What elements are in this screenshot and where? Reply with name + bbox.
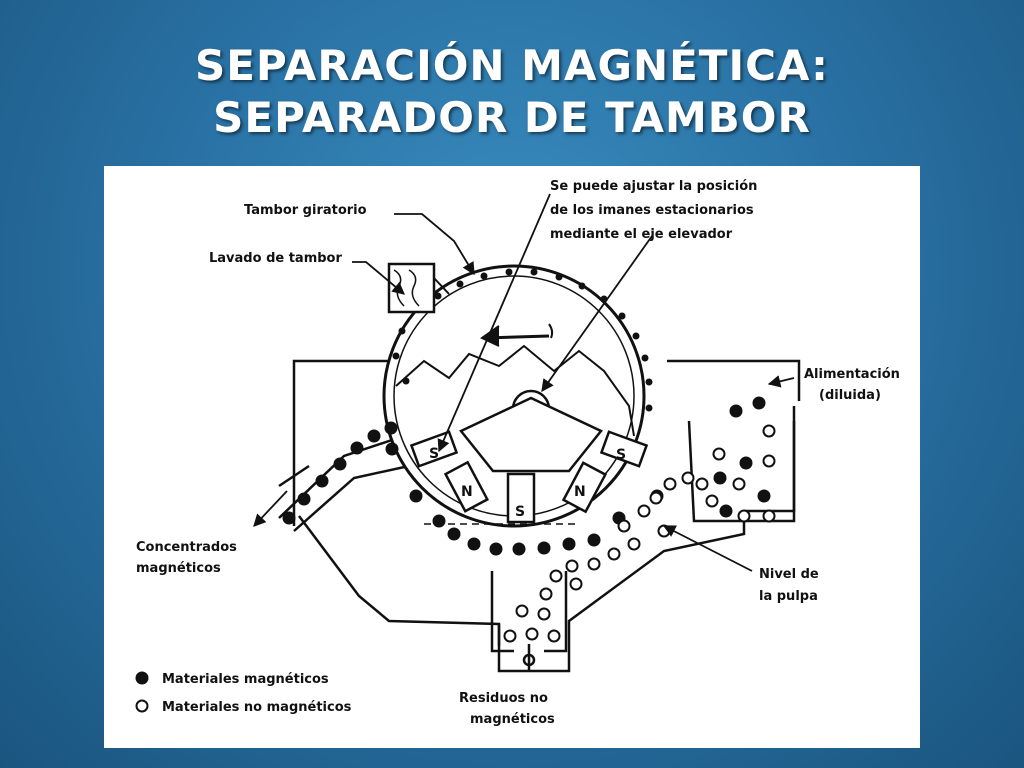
label-concentrados-2: magnéticos — [136, 561, 221, 576]
label-alimentacion-2: (diluida) — [819, 388, 881, 403]
legend-magnetic-symbol — [135, 671, 149, 685]
drum-separator-diagram: S N S N S — [104, 166, 920, 748]
pole-3: S — [515, 504, 525, 520]
pole-5: S — [616, 447, 626, 463]
legend: Materiales magnéticos Materiales no magn… — [135, 671, 352, 715]
label-ajuste-2: de los imanes estacionarios — [550, 203, 754, 218]
label-lavado-tambor: Lavado de tambor — [209, 251, 342, 266]
magnetic-particles — [282, 396, 771, 556]
label-tambor-giratorio: Tambor giratorio — [244, 203, 367, 218]
title-line-1: SEPARACIÓN MAGNÉTICA: — [195, 41, 829, 90]
label-nivel-2: la pulpa — [759, 589, 818, 604]
label-nivel-1: Nivel de — [759, 567, 819, 582]
annotations: Tambor giratorio Lavado de tambor Se pue… — [136, 179, 900, 727]
label-alimentacion-1: Alimentación — [804, 367, 900, 382]
slide-title: SEPARACIÓN MAGNÉTICA: SEPARADOR DE TAMBO… — [0, 40, 1024, 144]
legend-non-magnetic-label: Materiales no magnéticos — [162, 700, 352, 715]
label-ajuste-1: Se puede ajustar la posición — [550, 179, 757, 194]
label-residuos-2: magnéticos — [470, 712, 555, 727]
magnet-assembly — [409, 396, 649, 524]
label-concentrados-1: Concentrados — [136, 540, 237, 555]
pole-4: N — [574, 484, 586, 500]
pole-2: N — [461, 484, 473, 500]
leader-lines — [253, 193, 795, 572]
feed-box — [687, 420, 796, 523]
non-magnetic-particles — [503, 424, 776, 643]
title-line-2: SEPARADOR DE TAMBOR — [213, 93, 811, 142]
magnet-pole-labels: S N S N S — [429, 446, 626, 520]
legend-magnetic-label: Materiales magnéticos — [162, 672, 329, 687]
pole-1: S — [429, 446, 439, 462]
tank-outline — [278, 359, 801, 673]
tailings-spout — [490, 571, 568, 671]
label-residuos-1: Residuos no — [459, 691, 548, 706]
label-ajuste-3: mediante el eje elevador — [550, 227, 733, 242]
drum-rim-particles — [392, 268, 653, 412]
legend-non-magnetic-symbol — [135, 699, 149, 713]
